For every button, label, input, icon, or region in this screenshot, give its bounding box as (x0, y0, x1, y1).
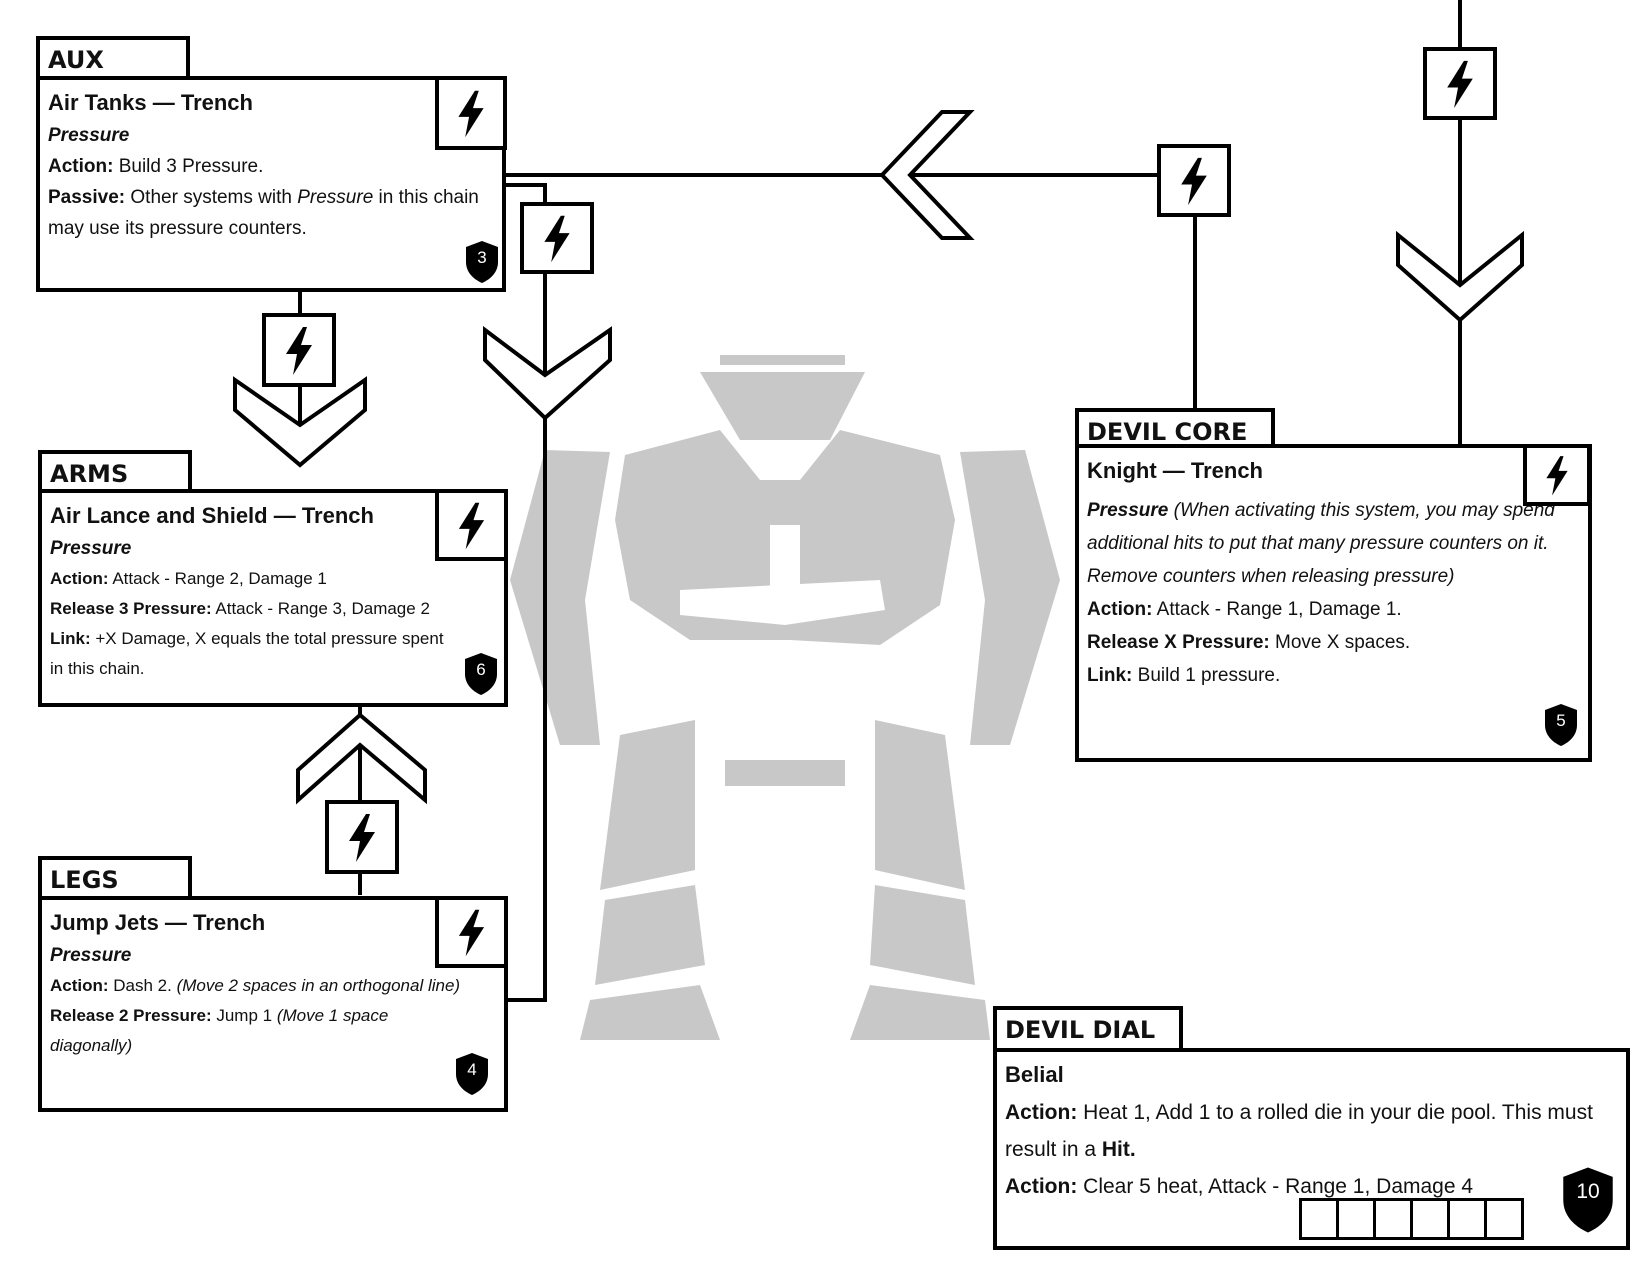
heat-box[interactable] (1299, 1198, 1339, 1240)
legs-release: Release 2 Pressure: Jump 1 (Move 1 space… (50, 1006, 389, 1055)
shield-icon: 10 (1560, 1166, 1616, 1234)
arms-tab: ARMS (38, 450, 192, 492)
arms-link: Link: +X Damage, X equals the total pres… (50, 629, 444, 678)
shield-icon: 5 (1544, 703, 1578, 747)
heat-box[interactable] (1373, 1198, 1413, 1240)
core-release: Release X Pressure: Move X spaces. (1087, 632, 1411, 653)
arms-shield-value: 6 (476, 660, 486, 679)
lightning-bolt-icon (435, 896, 508, 968)
lightning-bolt-icon (520, 202, 594, 274)
dial-shield-value: 10 (1576, 1180, 1600, 1203)
lightning-bolt-icon (435, 489, 508, 561)
core-action: Action: Attack - Range 1, Damage 1. (1087, 599, 1402, 620)
legs-keyword: Pressure (50, 945, 132, 966)
arms-keyword: Pressure (50, 538, 132, 559)
mech-silhouette-cutouts (680, 525, 885, 625)
legs-tab: LEGS (38, 856, 192, 898)
aux-shield-value: 3 (477, 248, 487, 267)
lightning-bolt-icon (262, 313, 336, 387)
lightning-bolt-icon (1423, 47, 1497, 120)
shield-icon: 3 (465, 240, 499, 284)
legs-card[interactable]: Jump Jets — Trench Pressure Action: Dash… (38, 896, 508, 1112)
aux-action: Action: Build 3 Pressure. (48, 156, 264, 177)
heat-box[interactable] (1410, 1198, 1450, 1240)
aux-passive: Passive: Other systems with Pressure in … (48, 187, 479, 239)
aux-card[interactable]: Air Tanks — Trench Pressure Action: Buil… (36, 76, 506, 292)
arms-card[interactable]: Air Lance and Shield — Trench Pressure A… (38, 489, 508, 707)
core-keyword: Pressure (When activating this system, y… (1087, 500, 1555, 587)
mech-silhouette (510, 355, 1060, 1040)
heat-box[interactable] (1336, 1198, 1376, 1240)
arms-card-title: Air Lance and Shield — Trench (50, 503, 374, 528)
dial-action-1: Action: Heat 1, Add 1 to a rolled die in… (1005, 1101, 1593, 1161)
aux-keyword: Pressure (48, 125, 130, 146)
dial-tab: DEVIL DIAL (993, 1006, 1183, 1048)
core-card[interactable]: Knight — Trench Pressure (When activatin… (1075, 444, 1592, 762)
heat-track (1299, 1198, 1524, 1240)
legs-card-title: Jump Jets — Trench (50, 910, 266, 935)
aux-tab: AUX (36, 36, 190, 78)
arms-action: Action: Attack - Range 2, Damage 1 (50, 569, 327, 588)
core-card-title: Knight — Trench (1087, 458, 1263, 483)
lightning-bolt-icon (435, 76, 507, 150)
legs-action: Action: Dash 2. (Move 2 spaces in an ort… (50, 976, 461, 995)
lightning-bolt-icon (1523, 444, 1591, 506)
lightning-bolt-icon (1157, 144, 1231, 217)
aux-card-title: Air Tanks — Trench (48, 90, 253, 115)
core-tab: DEVIL CORE (1075, 408, 1275, 450)
dial-card-title: Belial (1005, 1062, 1064, 1087)
chevron-arrow-icon (233, 110, 1524, 805)
arms-release: Release 3 Pressure: Attack - Range 3, Da… (50, 599, 430, 618)
legs-shield-value: 4 (467, 1060, 477, 1079)
core-shield-value: 5 (1556, 711, 1566, 730)
shield-icon: 4 (455, 1052, 489, 1096)
shield-icon: 6 (464, 652, 498, 696)
heat-box[interactable] (1447, 1198, 1487, 1240)
heat-box[interactable] (1484, 1198, 1524, 1240)
lightning-bolt-icon (325, 800, 399, 874)
core-link: Link: Build 1 pressure. (1087, 665, 1281, 686)
dial-action-2: Action: Clear 5 heat, Attack - Range 1, … (1005, 1175, 1474, 1198)
